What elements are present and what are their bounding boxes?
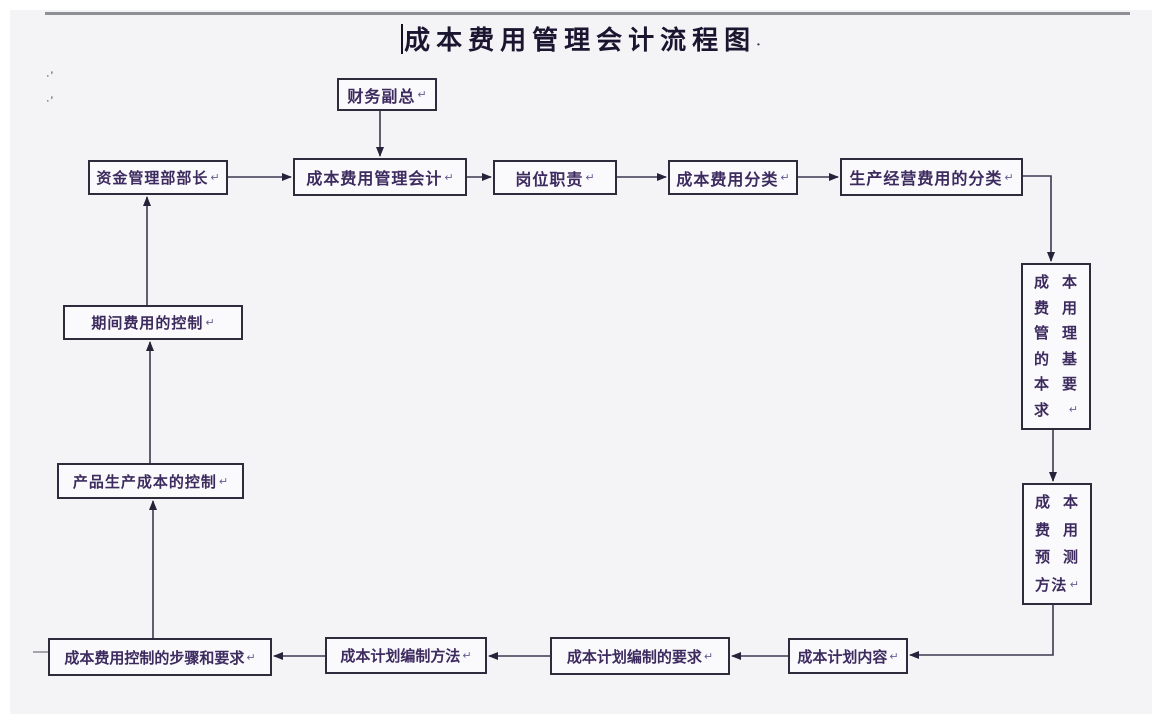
paragraph-mark: ↵ bbox=[780, 172, 790, 184]
node-label: 资金管理部部长 bbox=[96, 170, 209, 187]
node-label: 岗位职责 bbox=[515, 171, 584, 189]
paragraph-mark: ↵ bbox=[1068, 403, 1078, 416]
node-label: 成本费用控制的步骤和要求 bbox=[64, 649, 245, 667]
node-label: 生产经营费用的分类 bbox=[849, 171, 1003, 188]
node-forecast-methods[interactable]: 成本 费用 预测 方法↵ bbox=[1022, 483, 1092, 605]
text-cursor bbox=[401, 24, 404, 54]
connector-layer bbox=[33, 111, 1057, 660]
paragraph-mark: ↵ bbox=[210, 172, 220, 184]
vertical-text-row: 的基 bbox=[1034, 350, 1078, 368]
node-funds-dept-head[interactable]: 资金管理部部长↵ bbox=[88, 160, 228, 195]
page-title: 成本费用管理会计流程图· bbox=[10, 20, 1152, 57]
paragraph-mark: ↵ bbox=[703, 650, 714, 663]
vertical-text-row: 方法↵ bbox=[1035, 576, 1079, 594]
vertical-text-row: 本要 bbox=[1034, 376, 1078, 394]
node-product-cost-control[interactable]: 产品生产成本的控制↵ bbox=[57, 463, 244, 499]
node-period-expense-control[interactable]: 期间费用的控制↵ bbox=[63, 305, 243, 340]
node-control-steps-requirements[interactable]: 成本费用控制的步骤和要求↵ bbox=[48, 638, 272, 676]
node-plan-compilation-requirements[interactable]: 成本计划编制的要求↵ bbox=[550, 637, 730, 675]
node-label: 成本计划编制方法 bbox=[340, 648, 461, 665]
node-label: 产品生产成本的控制 bbox=[72, 473, 217, 491]
node-production-expense-classification[interactable]: 生产经营费用的分类↵ bbox=[840, 158, 1023, 196]
node-label: 成本计划编制的要求 bbox=[566, 648, 702, 666]
paragraph-mark: ↵ bbox=[889, 650, 899, 663]
paragraph-mark: ↵ bbox=[246, 651, 256, 664]
node-label: 成本费用管理会计 bbox=[306, 171, 443, 188]
arrow-forecast-to-plancontents bbox=[909, 605, 1054, 659]
paragraph-mark: ↵ bbox=[1069, 578, 1079, 591]
title-text: 成本费用管理会计流程图 bbox=[404, 26, 757, 55]
node-plan-contents[interactable]: 成本计划内容↵ bbox=[788, 638, 908, 674]
margin-mark: ·’ bbox=[46, 95, 55, 107]
vertical-text-row: 成本 bbox=[1035, 494, 1079, 511]
margin-mark: ·’ bbox=[46, 70, 55, 82]
top-rule bbox=[45, 12, 1130, 15]
node-cost-mgmt-accounting[interactable]: 成本费用管理会计↵ bbox=[293, 158, 467, 196]
vertical-text-row: 管理 bbox=[1034, 325, 1078, 343]
node-label: 期间费用的控制 bbox=[91, 315, 204, 332]
paragraph-mark: ↵ bbox=[462, 650, 472, 662]
vertical-text-row: 预测 bbox=[1035, 549, 1079, 567]
paragraph-mark: ↵ bbox=[585, 172, 595, 184]
paragraph-mark: ↵ bbox=[444, 171, 454, 184]
paragraph-mark: ↵ bbox=[1004, 171, 1014, 184]
paragraph-mark: ↵ bbox=[205, 317, 215, 329]
node-mgmt-basic-requirements[interactable]: 成本 费用 管理 的基 本要 求↵ bbox=[1021, 263, 1091, 430]
node-label: 财务副总 bbox=[347, 88, 416, 106]
vertical-text-row: 费用 bbox=[1035, 521, 1079, 539]
vertical-text-row: 求↵ bbox=[1034, 401, 1078, 419]
node-job-duties[interactable]: 岗位职责↵ bbox=[493, 160, 617, 195]
paragraph-mark: ↵ bbox=[218, 475, 229, 488]
paragraph-mark: ↵ bbox=[417, 89, 427, 101]
vertical-text-row: 成本 bbox=[1034, 274, 1078, 291]
arrow-production-to-basicrequirements bbox=[1023, 175, 1055, 262]
vertical-text-row: 费用 bbox=[1034, 299, 1078, 317]
node-vp-finance[interactable]: 财务副总↵ bbox=[337, 78, 437, 111]
node-label: 成本计划内容 bbox=[797, 648, 888, 666]
node-cost-expense-classification[interactable]: 成本费用分类↵ bbox=[668, 160, 798, 195]
node-plan-compilation-methods[interactable]: 成本计划编制方法↵ bbox=[325, 637, 487, 674]
title-trailing-mark: · bbox=[756, 38, 761, 53]
node-label: 成本费用分类 bbox=[676, 171, 779, 189]
